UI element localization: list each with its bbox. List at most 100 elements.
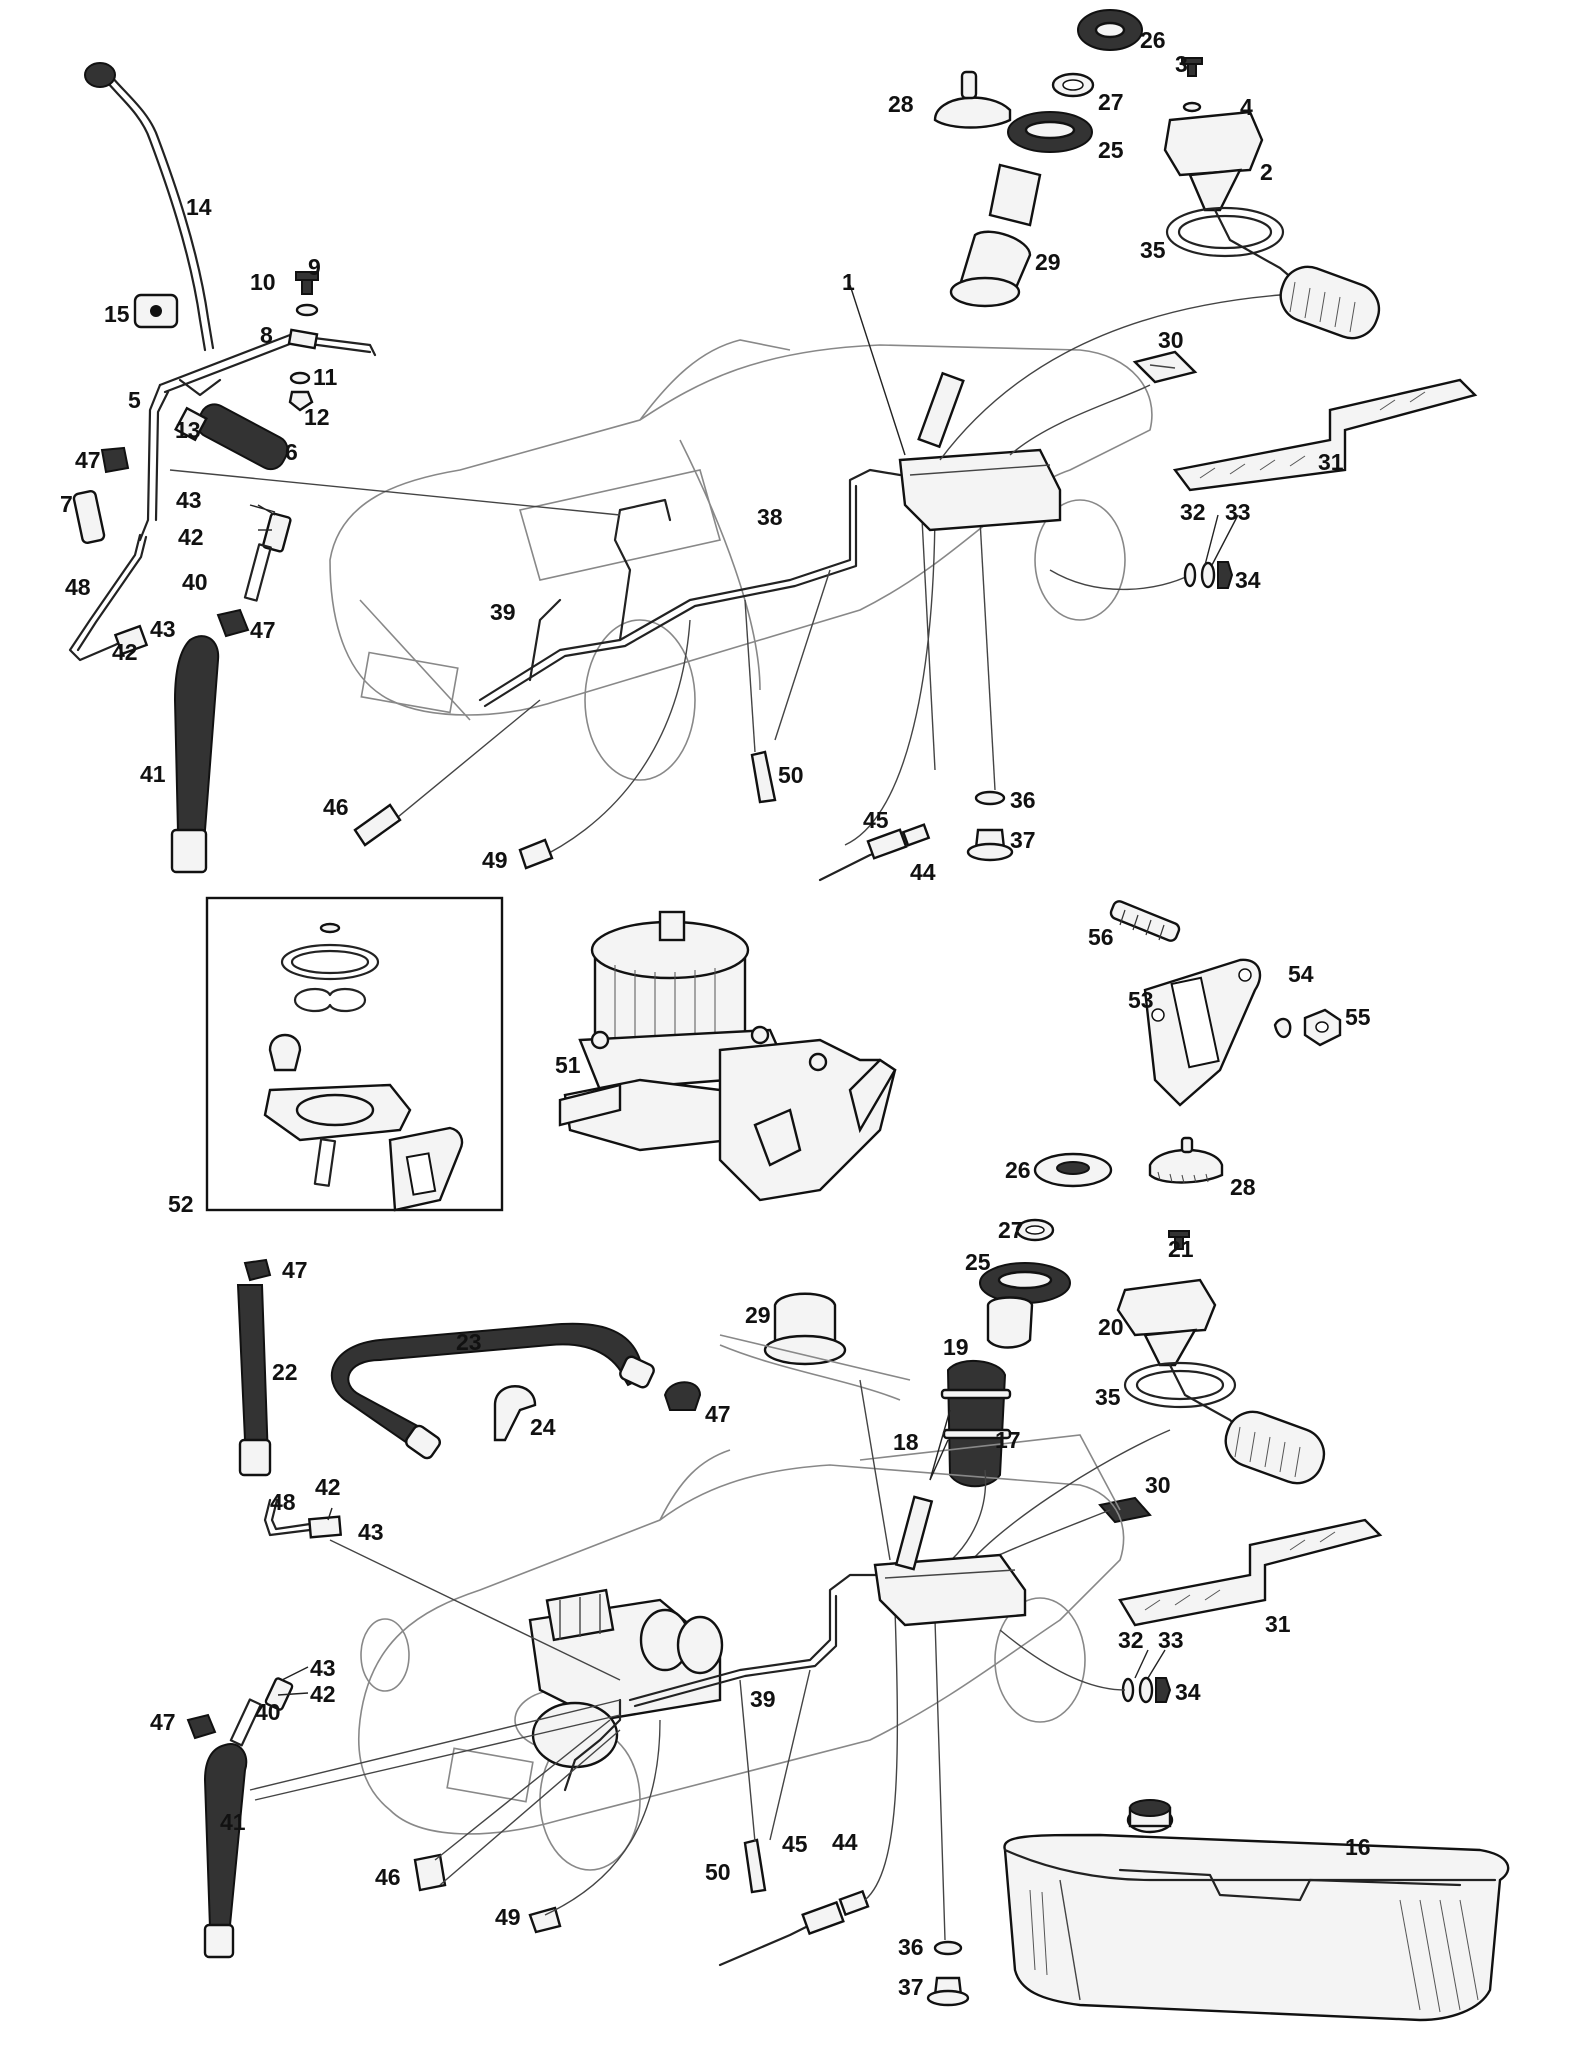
label-25-lower: 25	[965, 1249, 991, 1275]
label-28: 28	[888, 91, 914, 117]
bottom-fuel-tank-small	[873, 1495, 1027, 1627]
part-53-gasket	[1143, 958, 1262, 1107]
label-14: 14	[186, 194, 212, 220]
label-42-lower-a: 42	[315, 1474, 341, 1500]
label-55: 55	[1345, 1004, 1371, 1030]
part-47-clip-top	[100, 446, 130, 474]
part-47-clip-lower-left	[186, 1713, 217, 1740]
part-29-filler-lower	[719, 1292, 911, 1401]
part-31-strap	[1172, 378, 1478, 492]
label-29-lower: 29	[745, 1302, 771, 1328]
label-47: 47	[75, 447, 101, 473]
label-35: 35	[1140, 237, 1166, 263]
label-39: 39	[490, 599, 516, 625]
label-27-lower: 27	[998, 1217, 1024, 1243]
label-27: 27	[1098, 89, 1124, 115]
inset-part-52-repair-kit	[205, 896, 504, 1212]
bottom-car-outline	[357, 1434, 1125, 1871]
label-5: 5	[128, 387, 141, 413]
label-40-lower: 40	[255, 1699, 281, 1725]
part-50-clip-lower	[743, 1838, 767, 1894]
label-56: 56	[1088, 924, 1114, 950]
label-45: 45	[863, 807, 889, 833]
part-50-clip	[750, 750, 777, 804]
part-32-33-34-washers-nut	[1183, 561, 1234, 589]
label-1: 1	[842, 269, 855, 295]
label-50: 50	[778, 762, 804, 788]
label-4: 4	[1240, 94, 1253, 120]
top-fuel-tank	[898, 294, 1281, 532]
part-14-vent-pipe	[84, 62, 215, 352]
label-32-lower: 32	[1118, 1627, 1144, 1653]
label-26: 26	[1140, 27, 1166, 53]
label-34-lower: 34	[1175, 1679, 1201, 1705]
part-48-pipe-lower	[263, 1498, 343, 1539]
label-16: 16	[1345, 1834, 1371, 1860]
part-29-filler-neck	[949, 163, 1042, 308]
label-17: 17	[995, 1427, 1021, 1453]
part-6-13-hose	[174, 403, 289, 471]
part-17-18-hose-clamps	[940, 1359, 1012, 1488]
part-40-42-43-filter-union	[243, 512, 292, 602]
label-47-lower-left: 47	[150, 1709, 176, 1735]
top-car-outline	[329, 339, 1153, 781]
label-37-lower: 37	[898, 1974, 924, 2000]
part-36-37-lower	[926, 1940, 970, 2007]
part-15-hole	[150, 305, 162, 317]
label-30: 30	[1158, 327, 1184, 353]
label-43-lower-b: 43	[310, 1655, 336, 1681]
label-36: 36	[1010, 787, 1036, 813]
part-24-clip	[493, 1385, 537, 1442]
label-34: 34	[1235, 567, 1261, 593]
label-13: 13	[175, 417, 201, 443]
label-21: 21	[1168, 1236, 1194, 1262]
label-28-lower: 28	[1230, 1174, 1256, 1200]
part-27-washer-lower	[1015, 1218, 1055, 1242]
label-8: 8	[260, 322, 273, 348]
label-47-lower-mid: 47	[705, 1401, 731, 1427]
part-51-fuel-pump	[558, 910, 897, 1202]
part-30-pad-lower	[1098, 1496, 1152, 1524]
label-7: 7	[60, 491, 73, 517]
part-28-cap-lower	[1148, 1136, 1224, 1184]
label-52: 52	[168, 1191, 194, 1217]
part-22-hose	[236, 1284, 272, 1477]
label-50-lower: 50	[705, 1859, 731, 1885]
part-5-8-pipe-assembly	[138, 328, 377, 542]
part-2-3-4-sender-unit	[1163, 57, 1381, 340]
label-41: 41	[140, 761, 166, 787]
label-51: 51	[555, 1052, 581, 1078]
part-26-seal-lower	[1033, 1152, 1113, 1188]
part-26-seal	[1077, 9, 1143, 51]
label-30-lower: 30	[1145, 1472, 1171, 1498]
label-26-lower: 26	[1005, 1157, 1031, 1183]
label-40: 40	[182, 569, 208, 595]
label-43-lower-a: 43	[358, 1519, 384, 1545]
label-46-lower: 46	[375, 1864, 401, 1890]
label-6: 6	[285, 439, 298, 465]
label-44-lower: 44	[832, 1829, 858, 1855]
part-23-hose	[330, 1322, 655, 1460]
part-41-hose-lower	[203, 1743, 248, 1959]
label-43: 43	[176, 487, 202, 513]
label-3: 3	[1175, 51, 1188, 77]
part-27-washer	[1051, 72, 1095, 98]
label-19: 19	[943, 1334, 969, 1360]
part-41-hose	[170, 635, 220, 874]
part-30-pad	[1132, 350, 1198, 384]
label-29: 29	[1035, 249, 1061, 275]
part-25-grommet-lower	[979, 1262, 1071, 1304]
part-28-cap	[933, 70, 1012, 129]
label-23: 23	[456, 1329, 482, 1355]
label-11: 11	[313, 364, 338, 390]
part-48-pipe	[68, 533, 148, 662]
label-12: 12	[304, 404, 330, 430]
label-2: 2	[1260, 159, 1273, 185]
label-54: 54	[1288, 961, 1314, 987]
label-49-lower: 49	[495, 1904, 521, 1930]
part-31-strap-lower	[1118, 1518, 1383, 1627]
part-49-clip	[518, 838, 554, 870]
label-47b: 47	[250, 617, 276, 643]
label-18: 18	[893, 1429, 919, 1455]
